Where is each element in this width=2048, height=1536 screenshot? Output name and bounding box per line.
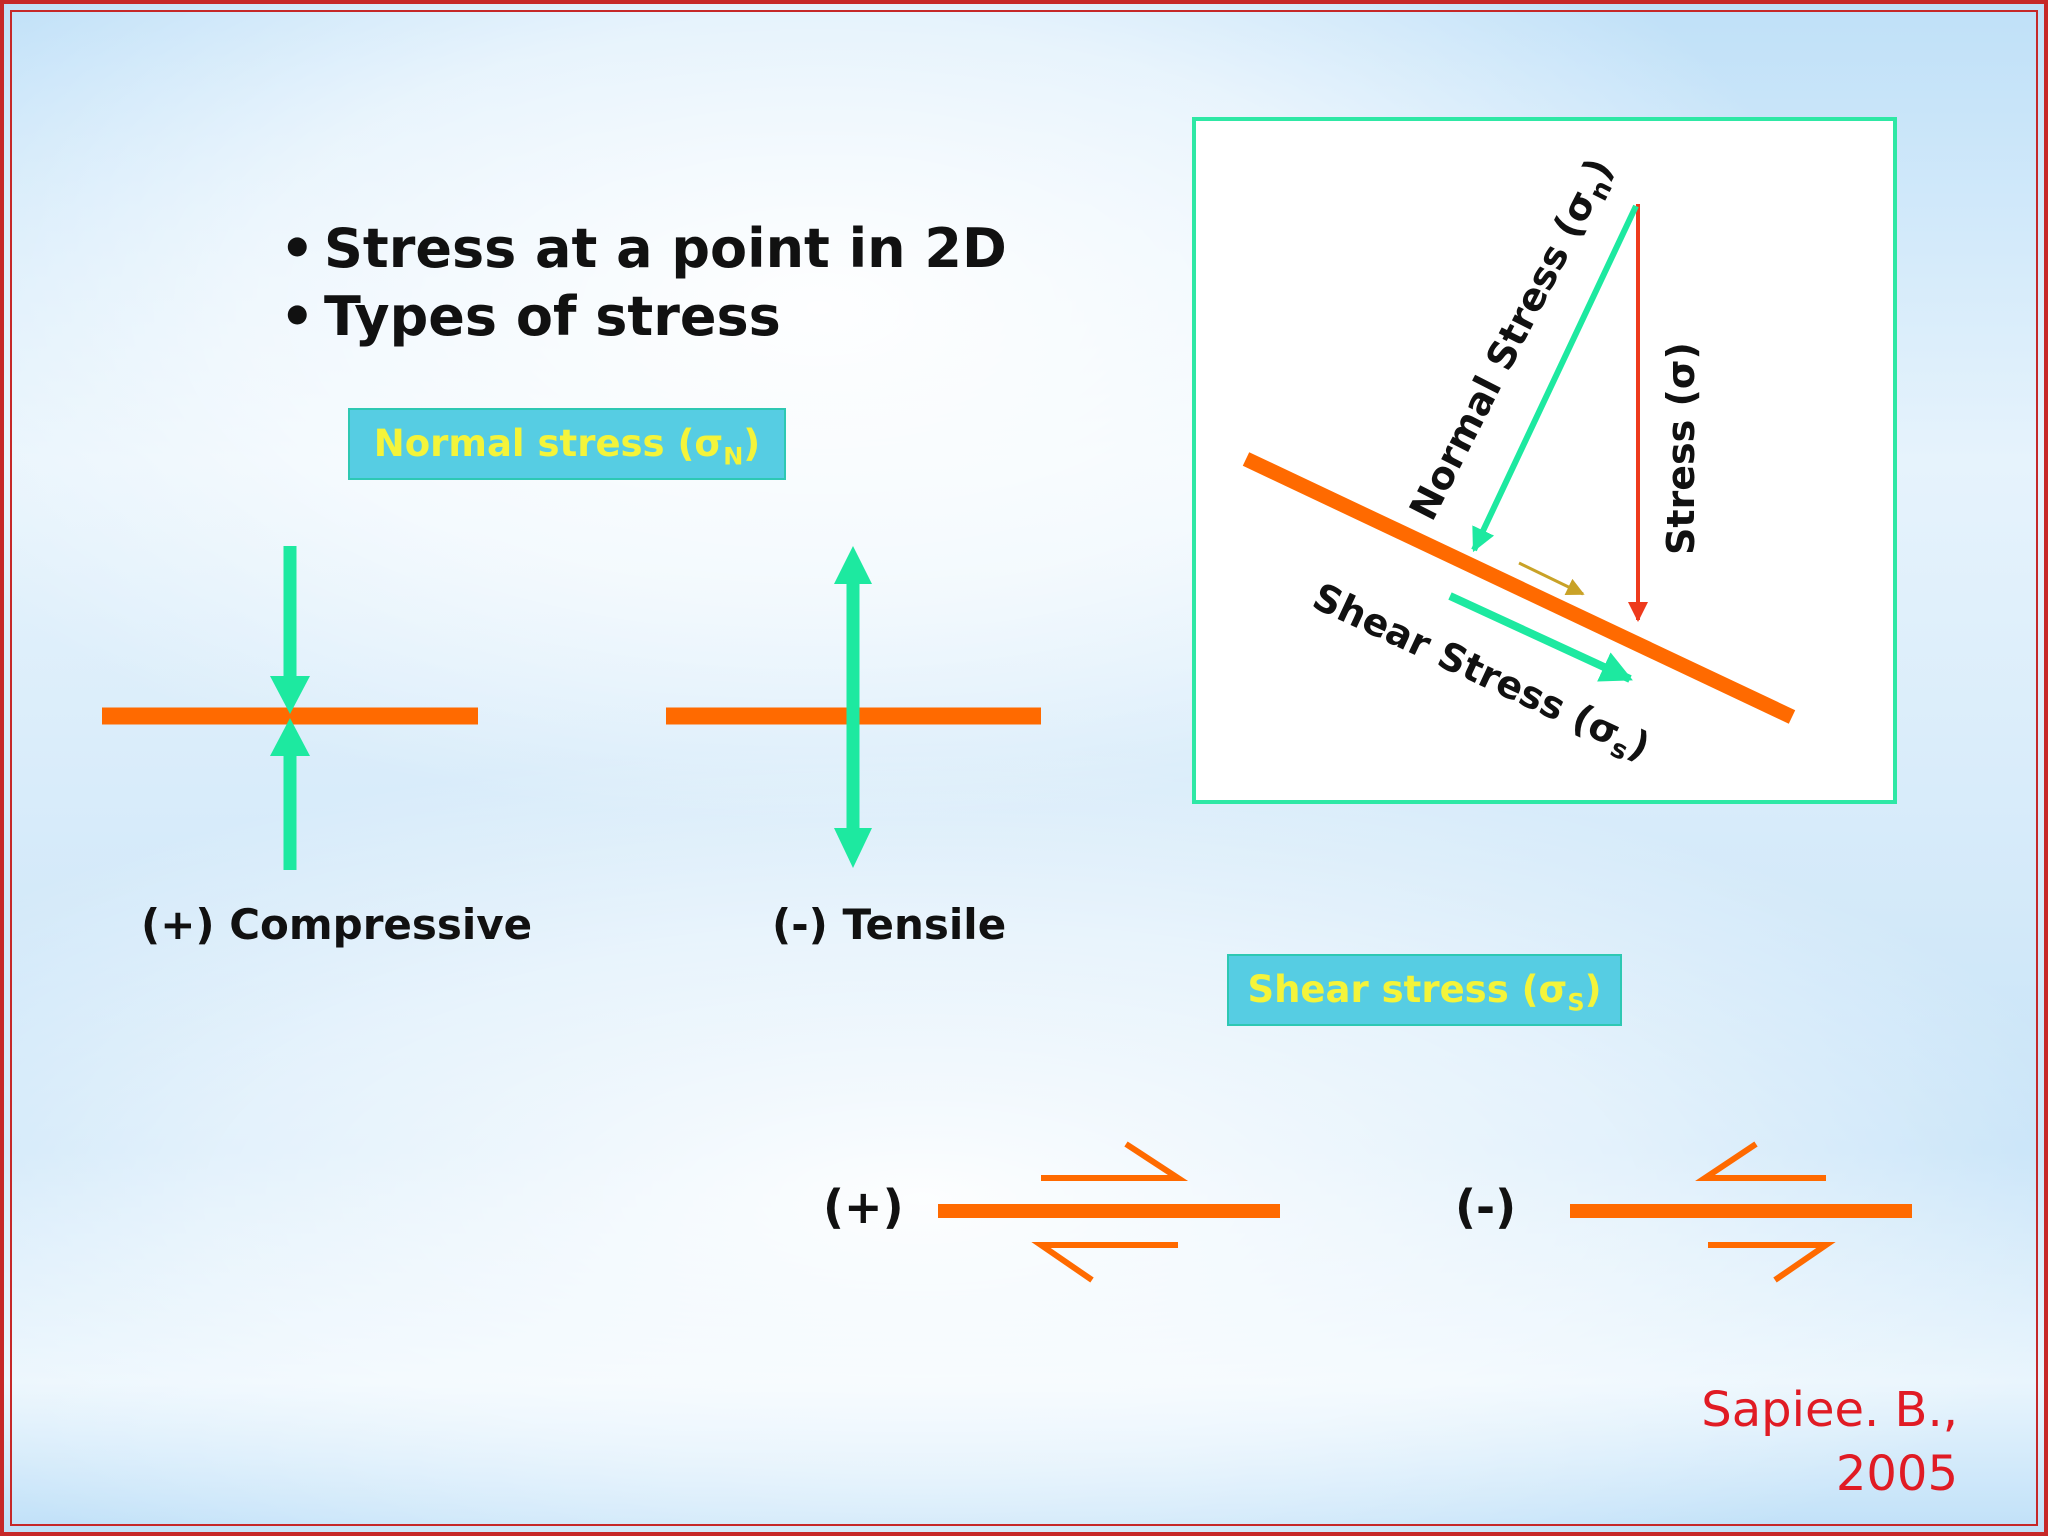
inset-plane — [1242, 452, 1796, 724]
credit-author: Sapiee. B., — [1701, 1382, 1958, 1438]
compressive-arrow-up-head — [270, 718, 310, 756]
compressive-caption: (+) Compressive — [141, 900, 533, 949]
bullet-text: Types of stress — [324, 285, 781, 348]
shear-positive-diagram — [938, 1141, 1280, 1283]
bullet-list: •Stress at a point in 2D •Types of stres… — [280, 215, 1007, 351]
stress-decomposition-inset: Stress (σ) Normal Stress (σn) Shear Stre… — [1192, 117, 1897, 804]
inset-shear-stress-arrow — [1448, 592, 1633, 683]
bullet-dot: • — [280, 285, 315, 348]
shear-positive-caption: (+) — [823, 1180, 904, 1234]
bullet-item: •Stress at a point in 2D — [280, 215, 1007, 283]
shear-stress-label-close: ) — [1584, 968, 1602, 1011]
shear-stress-label: Shear stress (σS) — [1227, 954, 1622, 1026]
normal-stress-label-text: Normal stress (σ — [373, 422, 724, 465]
bullet-dot: • — [280, 217, 315, 280]
shear-stress-label-sub: S — [1567, 988, 1585, 1017]
tensile-diagram — [666, 546, 1041, 868]
shear-negative-caption: (-) — [1455, 1180, 1517, 1234]
inset-small-shear-arrow — [1518, 561, 1585, 596]
compressive-arrow-down-head — [270, 676, 310, 714]
normal-stress-label-sub: N — [723, 442, 744, 471]
slide-border-inner — [10, 10, 2038, 1526]
shear-negative-diagram — [1570, 1141, 1912, 1283]
inset-frame — [1192, 117, 1897, 804]
normal-stress-label-close: ) — [743, 422, 761, 465]
bullet-item: •Types of stress — [280, 283, 1007, 351]
tensile-caption: (-) Tensile — [772, 900, 1007, 949]
normal-stress-label: Normal stress (σN) — [348, 408, 786, 480]
shear-positive-top-half-arrow — [1041, 1141, 1189, 1181]
shear-negative-top-half-arrow — [1695, 1141, 1826, 1181]
bullet-text: Stress at a point in 2D — [324, 217, 1007, 280]
shear-negative-bottom-half-arrow — [1708, 1242, 1836, 1283]
inset-stress-label: Stress (σ) — [1659, 342, 1703, 555]
tensile-arrow-up-head — [834, 546, 872, 584]
compressive-diagram — [102, 546, 478, 870]
inset-normal-stress-arrow — [1471, 204, 1639, 553]
shear-stress-label-text: Shear stress (σ — [1247, 968, 1568, 1011]
shear-positive-bottom-half-arrow — [1031, 1242, 1178, 1283]
credit-year: 2005 — [1835, 1446, 1958, 1502]
source-credit: Sapiee. B., 2005 — [1701, 1378, 1958, 1506]
tensile-arrow-down-head — [834, 828, 872, 868]
